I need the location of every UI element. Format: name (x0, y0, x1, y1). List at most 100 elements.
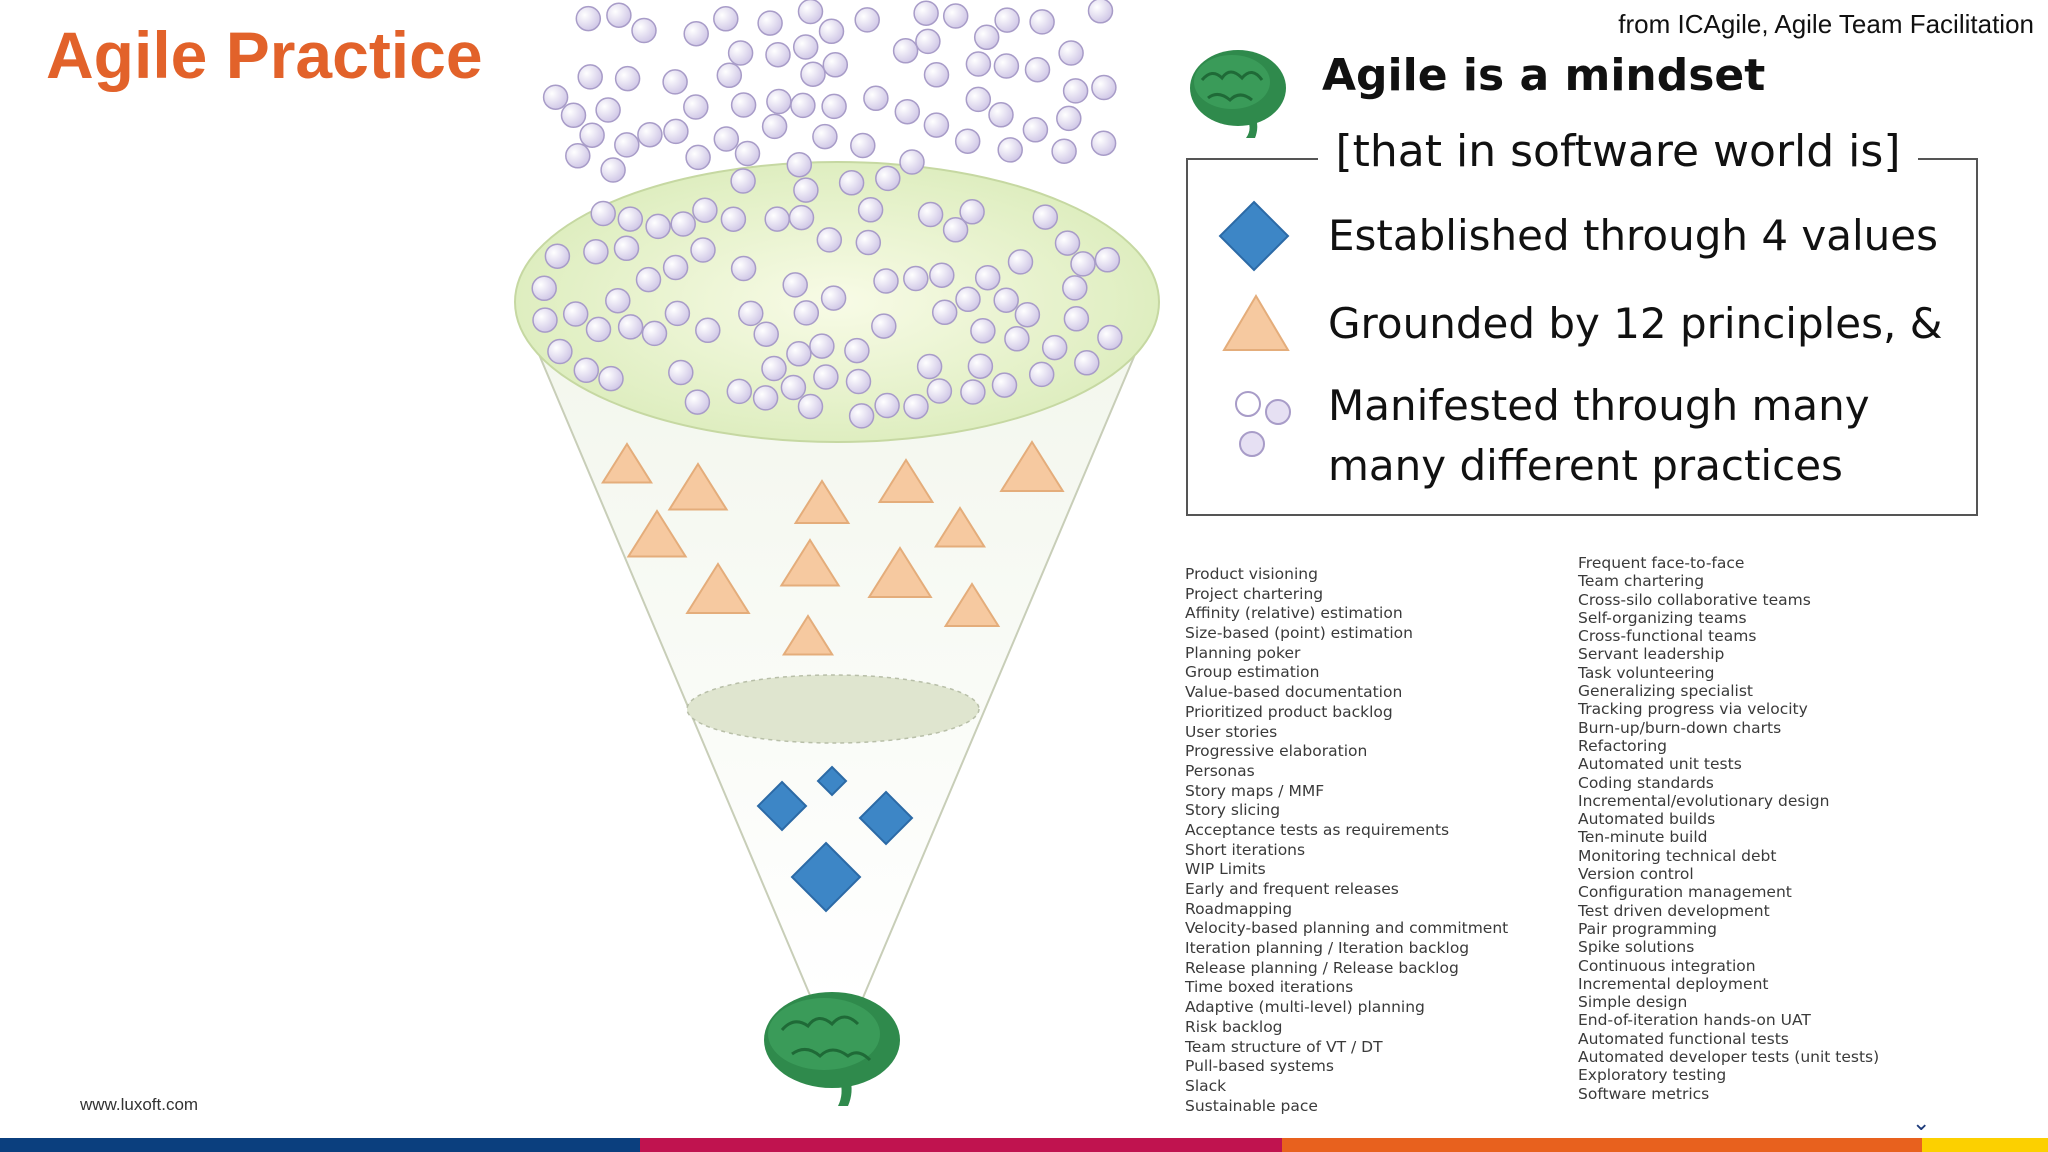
practice-item: Automated unit tests (1578, 755, 1742, 774)
practice-item: Generalizing specialist (1578, 682, 1753, 701)
practice-circle (845, 368, 872, 395)
practice-circle (617, 314, 644, 340)
practice-circle (793, 177, 819, 203)
practice-circle (600, 157, 626, 183)
practice-circle (1094, 247, 1121, 273)
practice-item: Progressive elaboration (1185, 742, 1368, 761)
practice-circle (727, 40, 754, 66)
practice-circle (614, 65, 641, 92)
practice-item: Task volunteering (1578, 663, 1715, 682)
practice-item: Value-based documentation (1185, 683, 1403, 702)
practice-circle (816, 227, 843, 253)
practice-circle (974, 264, 1001, 291)
practice-circle (973, 24, 1000, 51)
practice-circle (1029, 9, 1055, 35)
practice-circle (875, 165, 901, 192)
practice-circle (668, 359, 694, 386)
practice-circle (690, 237, 716, 263)
practice-item: Version control (1578, 865, 1694, 884)
practice-item: Acceptance tests as requirements (1185, 820, 1450, 839)
practice-item: Time boxed iterations (1185, 978, 1354, 997)
practice-circle (855, 229, 882, 256)
practice-circle (662, 69, 688, 95)
practice-circle (1091, 74, 1117, 101)
practice-circle (531, 275, 557, 302)
practice-circle (565, 143, 591, 169)
practices-circles-group (531, 0, 1123, 429)
practice-circle (685, 144, 711, 171)
practice-circle (734, 140, 761, 167)
practice-item: End-of-iteration hands-on UAT (1578, 1011, 1811, 1030)
principle-triangle (781, 614, 835, 656)
practice-circle (1062, 78, 1089, 104)
circles-icon (1235, 391, 1291, 457)
practice-circle (720, 206, 747, 232)
practice-circle (993, 53, 1020, 79)
practice-circle (967, 353, 994, 379)
practice-circle (1056, 105, 1082, 132)
practice-item: Project chartering (1185, 584, 1324, 603)
practice-circle (1058, 40, 1084, 66)
practice-item: Story slicing (1185, 801, 1281, 820)
practice-circle (583, 238, 609, 265)
practice-circle (579, 122, 605, 148)
legend-item-practices: Manifested through many (1328, 381, 1870, 430)
practice-circle (577, 64, 603, 90)
practice-item: Pull-based systems (1185, 1057, 1334, 1076)
practice-circle (780, 374, 807, 401)
practice-item: Product visioning (1185, 565, 1318, 583)
practice-circle (613, 235, 640, 262)
practice-circle (1087, 0, 1114, 24)
practice-circle (532, 307, 558, 333)
practice-circle (713, 126, 740, 152)
principle-triangle (933, 506, 987, 548)
practice-circle (1054, 230, 1081, 256)
practice-circle (782, 272, 808, 298)
practice-circle (809, 333, 835, 359)
practice-circle (1007, 249, 1034, 275)
practice-item: Exploratory testing (1578, 1066, 1727, 1085)
practice-circle (863, 85, 889, 112)
practice-item: Slack (1185, 1076, 1227, 1095)
practice-circle (970, 318, 996, 344)
practice-item: WIP Limits (1185, 860, 1266, 879)
practice-circle (913, 0, 939, 26)
practice-item: Tracking progress via velocity (1578, 700, 1808, 719)
practice-item: Early and frequent releases (1185, 880, 1399, 898)
practice-circle (812, 123, 838, 150)
practice-circle (1097, 324, 1123, 351)
practice-item: Incremental deployment (1578, 974, 1769, 993)
practice-circle (757, 10, 783, 36)
practice-item: Self-organizing teams (1578, 608, 1747, 627)
practice-item: Risk backlog (1185, 1017, 1283, 1036)
practice-circle (1041, 334, 1068, 361)
practice-circle (575, 5, 602, 32)
practice-circle (991, 372, 1018, 398)
practice-circle (617, 206, 644, 232)
practice-circle (786, 341, 812, 367)
practice-item: Incremental/evolutionary design (1578, 791, 1830, 810)
practice-item: Spike solutions (1578, 938, 1695, 957)
practice-circle (942, 217, 969, 243)
practice-item: Team structure of VT / DT (1185, 1037, 1383, 1056)
practice-circle (916, 353, 943, 380)
practice-circle (752, 385, 779, 411)
practice-circle (1014, 301, 1041, 328)
principles-group (600, 440, 1065, 656)
practice-circle (788, 204, 815, 231)
practice-item: Cross-functional teams (1578, 627, 1757, 646)
practice-circle (645, 213, 671, 240)
practice-circle (820, 285, 847, 311)
practice-item: Software metrics (1578, 1084, 1710, 1103)
practice-circle (959, 199, 985, 225)
practice-item: Burn-up/burn-down charts (1578, 718, 1782, 737)
practice-circle (761, 355, 787, 382)
practice-circle (954, 128, 981, 154)
principle-triangle (779, 538, 841, 587)
practice-circle (871, 313, 897, 339)
principle-triangle (867, 546, 933, 598)
practice-item: Coding standards (1578, 773, 1714, 792)
practice-circle (838, 170, 865, 196)
practice-item: Personas (1185, 761, 1255, 780)
chevron-down-icon[interactable]: ⌄ (1912, 1110, 1931, 1135)
